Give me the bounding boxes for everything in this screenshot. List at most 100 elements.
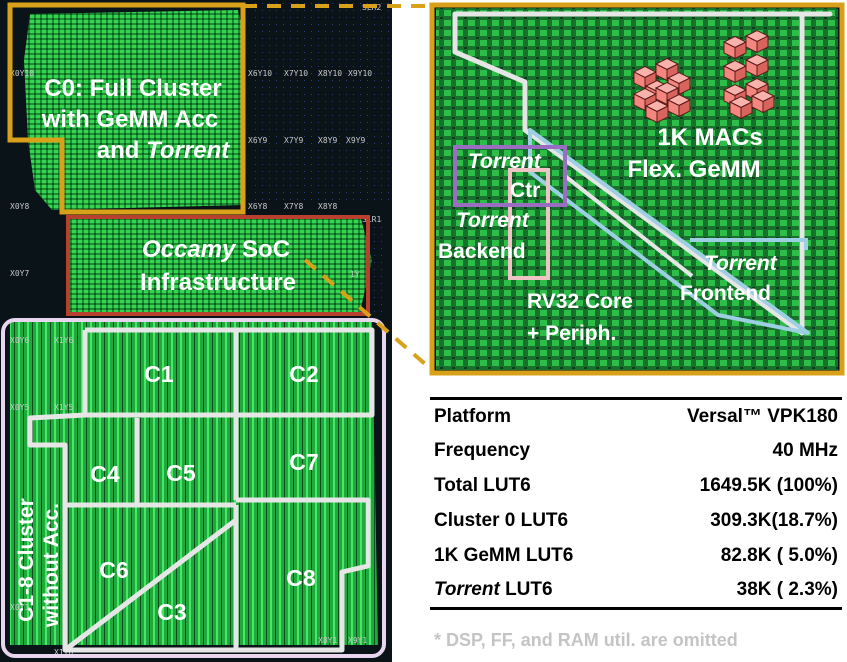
coord-label: X0Y6 xyxy=(10,336,29,345)
specs-table-body: Platform Versal™ VPK180 Frequency 40 MHz… xyxy=(430,397,842,610)
spec-value: Versal™ VPK180 xyxy=(628,397,842,434)
mac-cube-icon xyxy=(678,99,691,118)
zoom-connectors xyxy=(243,4,434,372)
c1-8-label: C1-8 Cluster without Acc. xyxy=(15,498,63,628)
spec-value: 1649.5K (100%) xyxy=(699,475,838,496)
mac-cube-icon xyxy=(678,77,691,96)
spec-label-text: LUT6 xyxy=(499,579,553,601)
c1-8-region-outline xyxy=(1,318,386,658)
occamy-region-outline xyxy=(66,215,370,316)
coord-label: SLR1 xyxy=(362,215,381,224)
mac-cube-icon xyxy=(632,29,776,124)
backend-region-outline xyxy=(563,174,694,278)
spec-label: Cluster 0 LUT6 xyxy=(430,504,628,539)
coord-label: X9Y10 xyxy=(348,69,372,78)
lower-logic xyxy=(10,322,378,645)
c0-label-line3: and Torrent xyxy=(97,137,230,164)
cluster-label-c4: C4 xyxy=(90,461,120,487)
coord-label: X9Y1 xyxy=(348,636,367,645)
spec-label-text: Frequency xyxy=(434,440,531,461)
torrent-frontend-label-name: Torrent xyxy=(704,252,778,275)
spec-label: Torrent LUT6 xyxy=(430,573,629,610)
torrent-ctr-label-name: Torrent xyxy=(468,150,542,173)
cluster-label-c1: C1 xyxy=(144,361,174,387)
c0-label-line2: with GeMM Acc xyxy=(41,106,218,133)
coord-label: X9Y9 xyxy=(346,136,365,145)
table-row: Total LUT6 1649.5K (100%) xyxy=(430,469,842,504)
spec-label-italic: Torrent xyxy=(434,579,500,601)
spec-value: 40 MHz xyxy=(772,440,838,461)
spec-label: Platform xyxy=(430,397,629,434)
unused-fabric xyxy=(250,0,392,200)
mac-cube-icon xyxy=(740,101,753,120)
spec-label-text: 1K GeMM LUT6 xyxy=(434,545,574,566)
mac-cube-icon xyxy=(656,105,669,124)
mac-cube-icon xyxy=(734,65,747,84)
cluster-label-c5: C5 xyxy=(166,460,196,486)
occamy-label-line2: Infrastructure xyxy=(140,269,296,296)
spec-label: Total LUT6 xyxy=(430,469,628,504)
table-row: 1K GeMM LUT6 82.8K ( 5.0%) xyxy=(430,539,842,574)
rv32-label-line2: + Periph. xyxy=(527,322,616,345)
mac-cube-icon xyxy=(756,59,769,78)
coord-label: X0Y8 xyxy=(10,202,29,211)
occamy-label-name: Occamy xyxy=(142,236,237,263)
spec-label-text: Cluster 0 LUT6 xyxy=(434,510,569,531)
coord-label: X0Y1 xyxy=(10,603,29,612)
c1-8-label-line2: without Acc. xyxy=(40,503,63,628)
table-row: Cluster 0 LUT6 309.3K(18.7%) xyxy=(430,504,842,539)
coord-label: X0Y10 xyxy=(10,69,34,78)
cluster-label-c6: C6 xyxy=(99,557,128,583)
coord-label: X1Y0 xyxy=(54,648,73,657)
cluster-label-c8: C8 xyxy=(286,565,316,591)
spec-value: 309.3K(18.7%) xyxy=(710,510,838,531)
spec-label: Frequency xyxy=(430,434,628,469)
spec-value: 38K ( 2.3%) xyxy=(628,573,842,610)
macs-label-line2: Flex. GeMM xyxy=(627,156,760,183)
occamy-label: Occamy SoC Infrastructure xyxy=(140,236,296,296)
zoom-panel-outline xyxy=(429,2,845,376)
chip-floorplan: X6Y10 X7Y10 X8Y10 X9Y10 X6Y9 X7Y9 X8Y9 X… xyxy=(0,0,392,662)
mac-cube-icon xyxy=(756,35,769,54)
c0-logic xyxy=(24,10,245,210)
frontend-region-outline xyxy=(528,128,810,335)
coord-label: X0Y5 xyxy=(10,403,29,412)
torrent-backend-label-name: Torrent xyxy=(456,209,530,232)
spec-label: 1K GeMM LUT6 xyxy=(430,539,628,574)
coord-label: X7Y10 xyxy=(284,69,308,78)
coord-label: X8Y10 xyxy=(318,69,342,78)
coord-label: X8Y8 xyxy=(318,202,337,211)
table-row: Platform Versal™ VPK180 xyxy=(430,397,842,434)
cluster-partitions xyxy=(27,327,375,653)
coord-label: X6Y9 xyxy=(248,136,267,145)
rv32-region-outline xyxy=(508,168,550,280)
cluster-label-c3: C3 xyxy=(157,599,186,625)
gemm-region-outline xyxy=(452,11,833,336)
coord-label: X6Y10 xyxy=(248,69,272,78)
torrent-backend-label-backend: Backend xyxy=(438,240,526,263)
coord-label: X1Y6 xyxy=(54,336,73,345)
cluster-label-c2: C2 xyxy=(289,361,318,387)
c0-label: C0: Full Cluster with GeMM Acc and Torre… xyxy=(41,75,230,164)
table-row: Frequency 40 MHz xyxy=(430,434,842,469)
coord-label: X0Y7 xyxy=(10,269,29,278)
macs-label-line1: 1K MACs xyxy=(657,124,762,151)
frontend-region-extent xyxy=(690,238,808,250)
c1-8-label-line1: C1-8 Cluster xyxy=(15,498,38,622)
torrent-ctr-label-ctr: Ctr xyxy=(510,179,540,202)
c0-label-line1: C0: Full Cluster xyxy=(44,75,221,102)
occamy-label-line1: Occamy SoC xyxy=(142,236,290,263)
coord-label: X8Y9 xyxy=(318,136,337,145)
torrent-frontend-label-frontend: Frontend xyxy=(680,282,771,305)
c0-label-and: and xyxy=(97,137,146,164)
specs-table: Platform Versal™ VPK180 Frequency 40 MHz… xyxy=(430,397,842,610)
spec-value: 82.8K ( 5.0%) xyxy=(720,545,838,566)
zoom-panel: 1K MACs Flex. GeMM Torrent Ctr Torrent B… xyxy=(429,2,845,376)
coord-label: X7Y8 xyxy=(284,202,303,211)
coord-label: X6Y8 xyxy=(248,202,267,211)
occamy-logic xyxy=(70,215,372,312)
spec-label-text: Platform xyxy=(434,405,512,427)
coord-label: 1Y xyxy=(350,270,360,279)
spec-label-text: Total LUT6 xyxy=(434,475,531,496)
